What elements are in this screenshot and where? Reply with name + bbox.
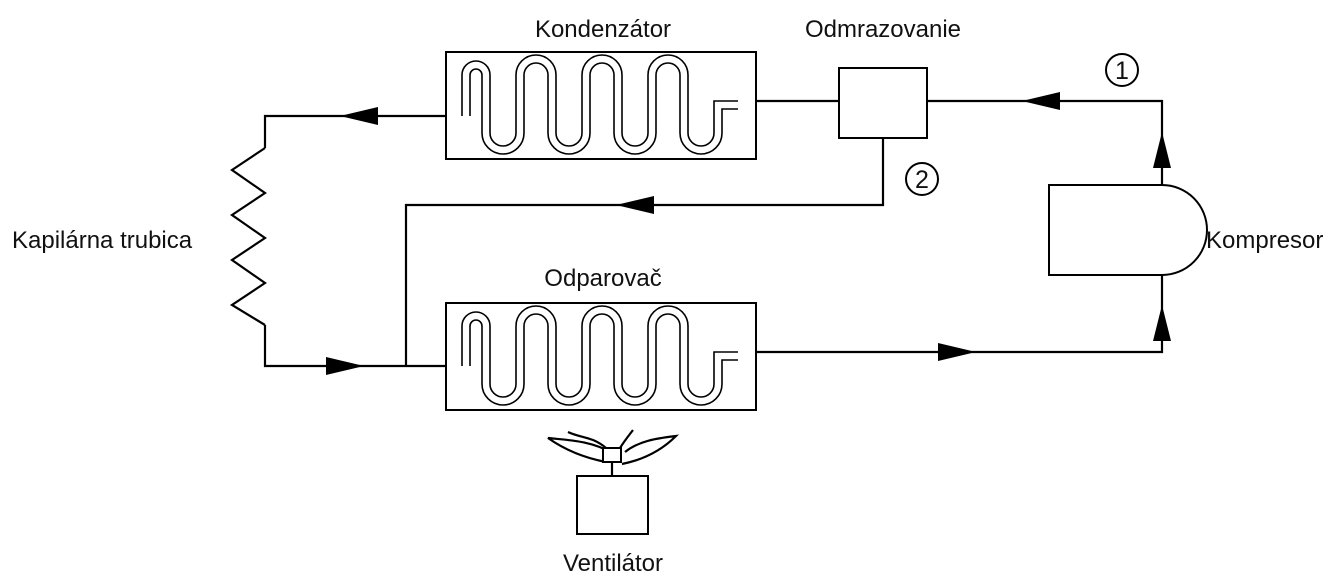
defrost-label: Odmrazovanie xyxy=(805,16,961,43)
svg-text:1: 1 xyxy=(1115,57,1129,85)
condenser-coil xyxy=(461,54,738,155)
arrow-right-capillary-out xyxy=(326,357,364,375)
pipe-capillary-to-evaporator xyxy=(263,325,462,368)
pipe-evaporator-to-compressor xyxy=(738,275,1164,354)
arrow-up-compressor-in xyxy=(1153,305,1171,341)
path-marker-1: 1 xyxy=(1105,53,1139,87)
evaporator-coil xyxy=(461,305,738,406)
arrow-up-compressor-out xyxy=(1153,132,1171,168)
defrost-valve-box xyxy=(838,67,928,139)
compressor-label: Kompresor xyxy=(1206,227,1323,254)
svg-text:2: 2 xyxy=(915,166,929,194)
pipe-defrost-to-compressor xyxy=(927,99,1164,185)
fan-icon xyxy=(547,429,680,535)
arrow-left-defrost-line xyxy=(1022,92,1060,110)
compressor-shape xyxy=(1048,184,1208,276)
arrow-right-evaporator-out xyxy=(938,343,976,361)
capillary-tube xyxy=(229,147,267,326)
arrow-left-bypass xyxy=(616,196,654,214)
path-marker-2: 2 xyxy=(905,162,939,196)
fan-label: Ventilátor xyxy=(563,550,663,577)
evaporator-box xyxy=(445,302,757,411)
condenser-box xyxy=(445,51,757,160)
condenser-label: Kondenzátor xyxy=(535,16,671,43)
pipe-condenser-to-capillary xyxy=(263,114,462,148)
capillary-label: Kapilárna trubica xyxy=(12,227,193,254)
evaporator-label: Odparovač xyxy=(544,265,661,292)
arrow-left-top xyxy=(340,107,378,125)
